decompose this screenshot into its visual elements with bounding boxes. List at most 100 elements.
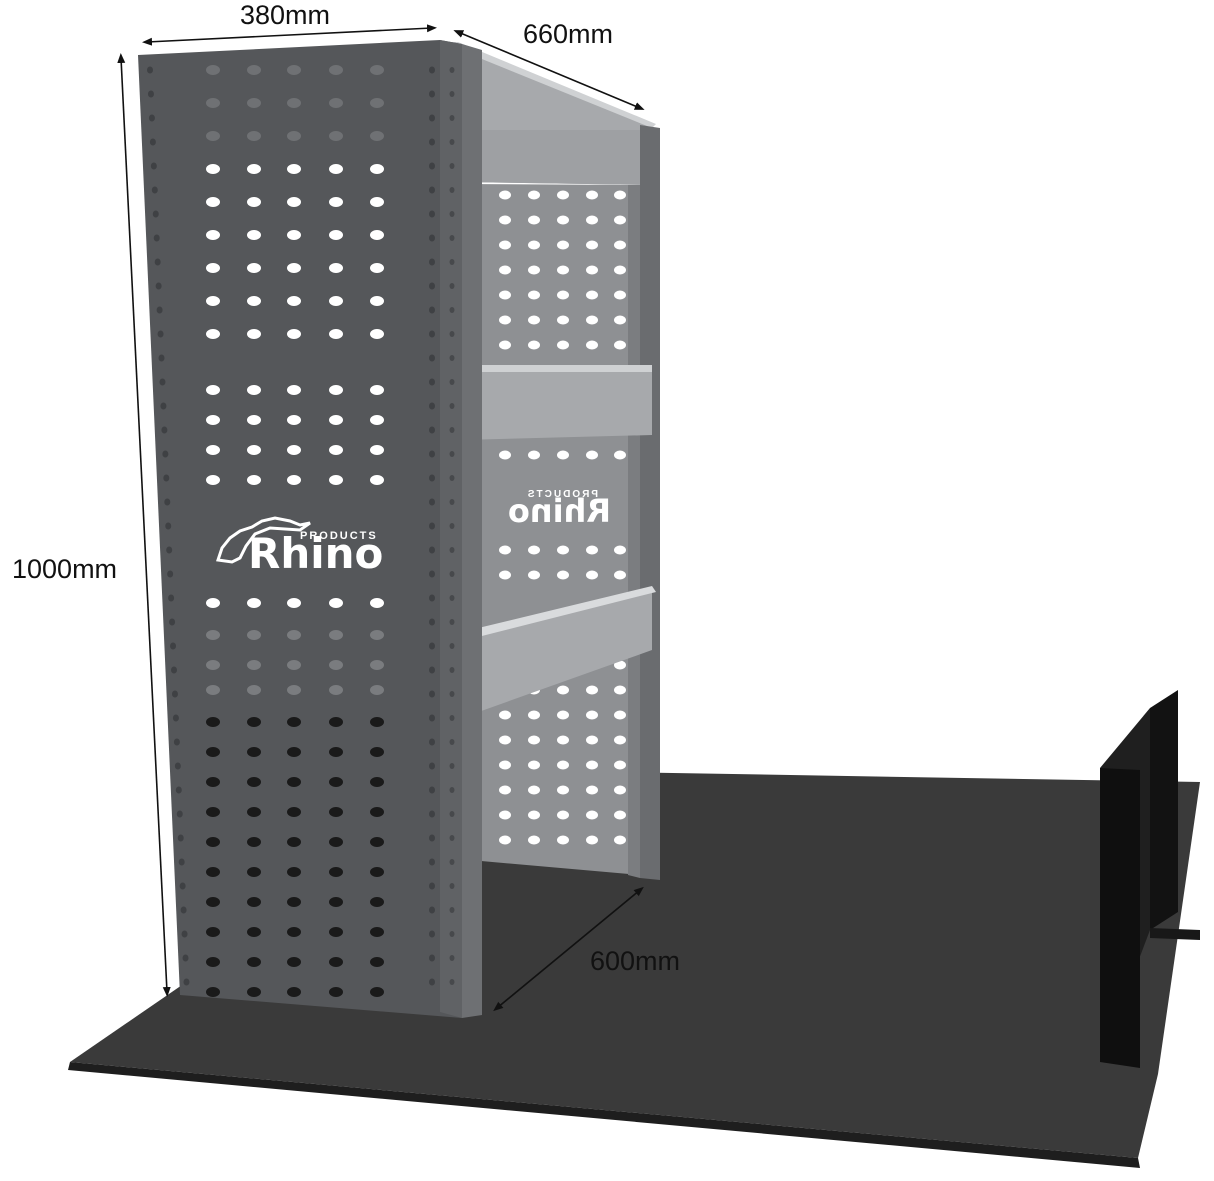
back-logo-wordmark: Rhino <box>508 492 611 530</box>
perforation-hole <box>287 65 301 75</box>
perforation-hole <box>150 162 157 170</box>
perforation-hole <box>449 91 455 97</box>
perforation-hole <box>247 131 261 141</box>
perforation-hole <box>171 690 178 698</box>
perforation-hole <box>287 230 301 240</box>
perforation-hole <box>614 710 626 720</box>
perforation-hole <box>287 445 301 455</box>
perforation-hole <box>159 378 166 386</box>
perforation-hole <box>329 475 343 485</box>
perforation-hole <box>206 987 220 997</box>
perforation-hole <box>557 810 569 820</box>
perforation-hole <box>156 306 163 314</box>
perforation-hole <box>449 67 455 73</box>
perforation-hole <box>429 210 435 218</box>
perforation-hole <box>153 234 160 242</box>
perforation-hole <box>206 897 220 907</box>
perforation-hole <box>168 594 175 602</box>
perforation-hole <box>449 715 455 721</box>
perforation-hole <box>329 630 343 640</box>
perforation-hole <box>183 978 190 986</box>
perforation-hole <box>449 619 455 625</box>
perforation-hole <box>370 164 384 174</box>
perforation-hole <box>287 747 301 757</box>
perforation-hole <box>614 315 626 325</box>
perforation-hole <box>247 777 261 787</box>
perforation-hole <box>429 690 435 698</box>
perforation-hole <box>557 265 569 275</box>
perforation-hole <box>247 685 261 695</box>
perforation-hole <box>177 834 184 842</box>
perforation-hole <box>370 747 384 757</box>
perforation-hole <box>162 450 169 458</box>
perforation-hole <box>429 114 435 122</box>
perforation-hole <box>449 187 455 193</box>
perforation-hole <box>206 807 220 817</box>
perforation-hole <box>370 475 384 485</box>
perforation-hole <box>329 685 343 695</box>
perforation-hole <box>449 763 455 769</box>
perforation-hole <box>370 197 384 207</box>
perforation-hole <box>429 234 435 242</box>
perforation-hole <box>557 835 569 845</box>
perforation-hole <box>586 835 598 845</box>
height-dimension-line <box>117 53 171 997</box>
perforation-hole <box>370 777 384 787</box>
perforation-hole <box>586 735 598 745</box>
perforation-hole <box>155 282 162 290</box>
perforation-hole <box>329 197 343 207</box>
shelf-upper <box>462 365 652 440</box>
dimension-lines <box>117 24 645 1012</box>
perforation-hole <box>586 685 598 695</box>
perforation-hole <box>247 927 261 937</box>
perforation-hole <box>449 259 455 265</box>
perforation-hole <box>370 630 384 640</box>
perforation-hole <box>154 258 161 266</box>
perforation-hole <box>449 907 455 913</box>
perforation-hole <box>429 858 435 866</box>
perforation-hole <box>586 810 598 820</box>
perforation-hole <box>429 282 435 290</box>
perforation-hole <box>449 691 455 697</box>
perforation-hole <box>499 760 511 770</box>
perforation-hole <box>499 215 511 225</box>
perforation-hole <box>370 927 384 937</box>
perforation-hole <box>175 786 182 794</box>
perforation-hole <box>429 762 435 770</box>
perforation-hole <box>614 290 626 300</box>
perforation-hole <box>557 190 569 200</box>
perforation-hole <box>247 329 261 339</box>
perforation-hole <box>247 263 261 273</box>
perforation-hole <box>370 131 384 141</box>
depth-bottom-dimension-line <box>493 886 644 1012</box>
perforation-hole <box>247 630 261 640</box>
perforation-hole <box>499 570 511 580</box>
perforation-hole <box>287 164 301 174</box>
perforation-hole <box>614 340 626 350</box>
perforation-hole <box>614 240 626 250</box>
perforation-hole <box>370 230 384 240</box>
perforation-hole <box>528 265 540 275</box>
perforation-hole <box>172 714 179 722</box>
perforation-hole <box>429 498 435 506</box>
perforation-hole <box>449 475 455 481</box>
perforation-hole <box>247 987 261 997</box>
perforation-hole <box>449 523 455 529</box>
perforation-hole <box>157 330 164 338</box>
perforation-hole <box>528 240 540 250</box>
perforation-hole <box>247 164 261 174</box>
perforation-hole <box>247 230 261 240</box>
perforation-hole <box>329 927 343 937</box>
perforation-hole <box>528 735 540 745</box>
perforation-hole <box>499 265 511 275</box>
perforation-hole <box>370 98 384 108</box>
perforation-hole <box>206 164 220 174</box>
perforation-hole <box>614 190 626 200</box>
perforation-hole <box>329 837 343 847</box>
perforation-hole <box>499 835 511 845</box>
perforation-hole <box>287 197 301 207</box>
side-logo-tagline: PRODUCTS <box>300 530 378 542</box>
perforation-hole <box>586 760 598 770</box>
perforation-hole <box>247 296 261 306</box>
perforation-hole <box>247 415 261 425</box>
